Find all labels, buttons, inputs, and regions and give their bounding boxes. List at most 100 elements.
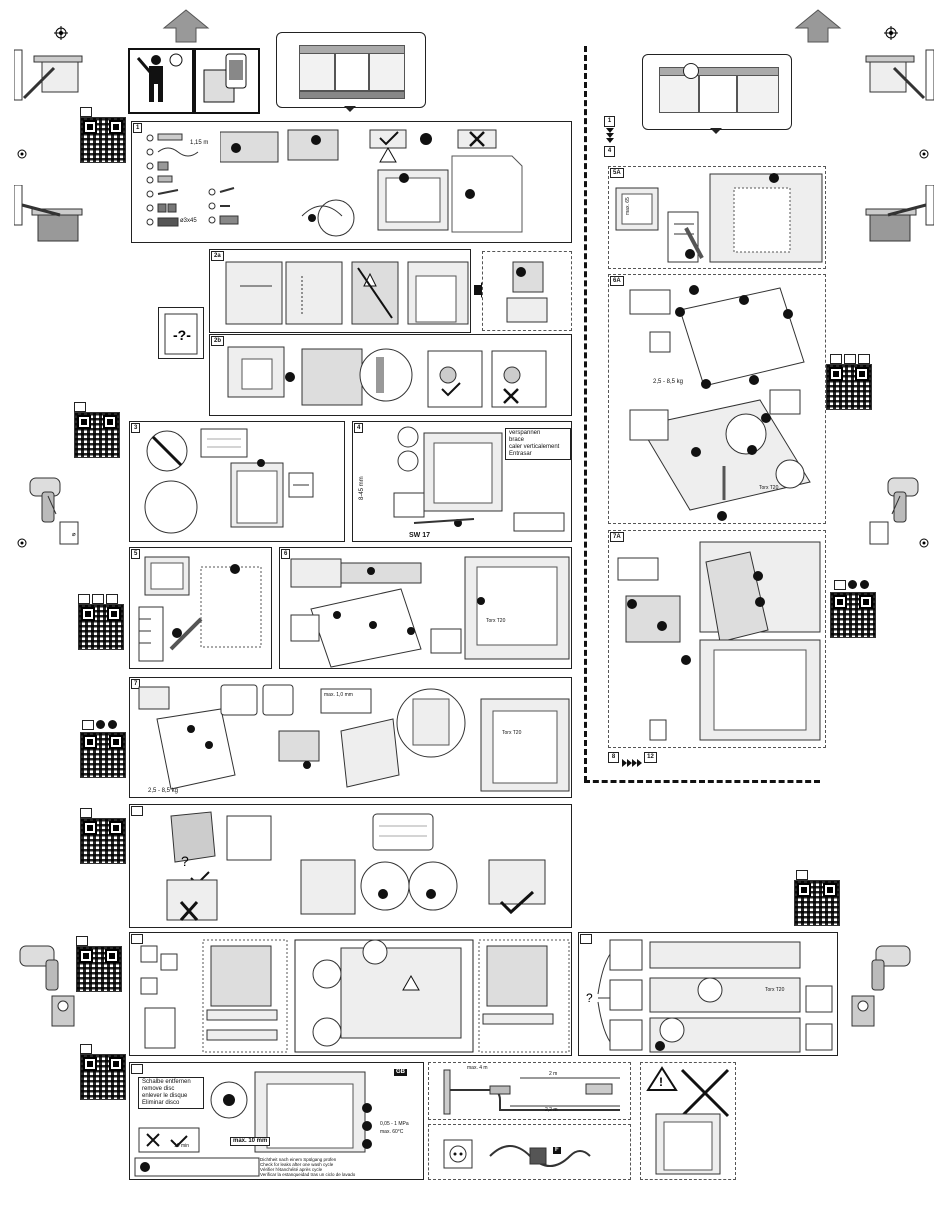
drain-hose-icon — [443, 1069, 620, 1115]
qr-dot — [108, 720, 117, 729]
top-left-registration-mark — [54, 26, 68, 40]
qr-label-box — [82, 720, 94, 730]
door-weight-label: 2,5 - 8,5 kg — [148, 788, 179, 794]
hose-22m-label: 2,2 m — [545, 1107, 558, 1113]
door-alignment-alt-icon — [617, 541, 821, 741]
qr-label-box — [858, 354, 870, 364]
plug-badge: F — [553, 1147, 561, 1154]
qr-code-step11[interactable] — [80, 1054, 126, 1100]
pressure-label: 0,05 - 1 MPa — [380, 1121, 409, 1127]
leak-line-fr: Vérifier l'étanchéité après cycle — [260, 1167, 323, 1172]
qr-label-box — [796, 870, 808, 880]
registration-crosshair-icon — [884, 26, 898, 40]
step-number-box — [131, 1064, 143, 1074]
door-panel-alt-icon — [629, 285, 811, 521]
disc-line-de: Schalbe entfernen — [142, 1079, 191, 1085]
top-arrow-right — [794, 8, 842, 44]
panel-step-2b: 2b — [209, 334, 572, 416]
disc-removal-box: Schalbe entfernen remove disc enlever le… — [138, 1077, 204, 1109]
power-plug-icon — [443, 1139, 591, 1169]
temperature-label: max. 60°C — [380, 1129, 404, 1135]
svg-text:?: ? — [586, 991, 593, 1005]
left-mid-side-illustration — [13, 184, 84, 245]
header-kitchen-view-right — [642, 54, 792, 130]
panel-step-6a: 6A 2,5 - 8,5 kg Torx T20 — [608, 274, 826, 524]
country-code-badge: GB — [394, 1069, 407, 1076]
step-number-box — [131, 806, 143, 816]
screws-icon — [208, 187, 239, 225]
left-registration-mark-3 — [16, 536, 28, 548]
seq-range-end: 12 — [644, 752, 657, 763]
left-registration-mark-2 — [16, 147, 28, 159]
qr-code-step6a[interactable] — [826, 364, 872, 410]
dishwasher-slide-in-icon — [144, 428, 314, 534]
water-connection-icon — [134, 1071, 372, 1177]
qr-label-box — [106, 594, 118, 604]
qr-label-box — [74, 402, 86, 412]
panel-step-7: 7 2,5 - 8,5 kg max. 1,0 mm Torx T20 — [129, 677, 572, 798]
door-weight-alt-label: 2,5 - 8,5 kg — [653, 379, 684, 385]
panel-power-plug: F — [428, 1124, 631, 1180]
right-bottom-drill-illustration — [846, 940, 916, 1030]
right-registration-mark-2 — [918, 147, 930, 159]
niche-measurement-icon — [225, 261, 469, 325]
qr-label-box — [92, 594, 104, 604]
torx-label-3: Torx T20 — [765, 987, 785, 993]
leak-check-text: Dichtheit nach einem Spülgang prüfen Che… — [260, 1157, 380, 1177]
qr-code-step8[interactable] — [80, 818, 126, 864]
parts-list-icon — [146, 133, 199, 227]
right-top-side-illustration — [864, 48, 935, 102]
up-arrow-icon — [794, 9, 842, 43]
panel-step-5: 5 — [129, 547, 272, 669]
qr-code-step1[interactable] — [80, 117, 126, 163]
countertop-level-icon — [865, 49, 935, 101]
term-caler: caler verticalement — [509, 444, 560, 450]
step-number-box — [131, 934, 143, 944]
step-number: 7 — [131, 679, 141, 689]
qr-code-step9[interactable] — [76, 946, 122, 992]
step-number-box — [580, 934, 592, 944]
header-right-down-arrow — [710, 128, 722, 134]
top-right-registration-mark — [884, 26, 898, 40]
qr-code-step7[interactable] — [80, 732, 126, 778]
countertop-level-icon — [13, 184, 83, 242]
leak-line-en: Check for leaks after one wash cycle — [260, 1162, 334, 1167]
countertop-level-icon — [13, 49, 83, 101]
niche-fitting-icon — [227, 346, 547, 408]
warning-triangle-icon: ! — [646, 1066, 730, 1175]
qr-code-step7a[interactable] — [830, 592, 876, 638]
qr-code-step10[interactable] — [794, 880, 840, 926]
torx-label-4: Torx T20 — [759, 485, 779, 491]
qr-code-step5[interactable] — [78, 604, 124, 650]
panel-step-11: Schalbe entfernen remove disc enlever le… — [129, 1062, 424, 1180]
panel-hose-length: max. 4 m 2 m 2,2 m — [428, 1062, 631, 1120]
step1-main-illustration — [219, 126, 572, 242]
door-panel-mounting-icon — [290, 556, 570, 668]
panel-step-1: 1 1,15 m ø3x45 — [131, 121, 572, 243]
panel-step-2a: 2a — [209, 249, 471, 333]
gap-label: max. 1,0 mm — [324, 692, 353, 698]
top-arrow-left — [162, 8, 210, 44]
wait-time-label: 10 min — [174, 1143, 190, 1149]
hose-length-label: 1,15 m — [190, 140, 209, 146]
screws-hint-label: ø3x45 — [180, 218, 197, 224]
hose-2m-label: 2 m — [549, 1071, 558, 1077]
right-mid-side-illustration — [864, 184, 935, 245]
step-number: 2a — [211, 251, 224, 261]
header-left-down-arrow — [344, 106, 356, 112]
left-top-side-illustration — [13, 48, 84, 102]
step-number: 3 — [131, 423, 141, 433]
qr-label-box — [80, 808, 92, 818]
step-number: 5 — [131, 549, 141, 559]
chevron-down-icon — [606, 128, 614, 143]
disc-line-es: Eliminar disco — [142, 1100, 180, 1106]
qr-label-box — [830, 354, 842, 364]
qr-dot — [860, 580, 869, 589]
panel-step-5a: 5A max. 65 — [608, 166, 826, 269]
panel-step-10: ? Torx T20 — [578, 932, 838, 1056]
app-info-icon-box — [194, 48, 260, 114]
svg-text:!: ! — [659, 1075, 663, 1089]
disc-line-en: remove disc — [142, 1086, 175, 1092]
drill-icon — [851, 945, 911, 1027]
qr-code-step3[interactable] — [74, 412, 120, 458]
